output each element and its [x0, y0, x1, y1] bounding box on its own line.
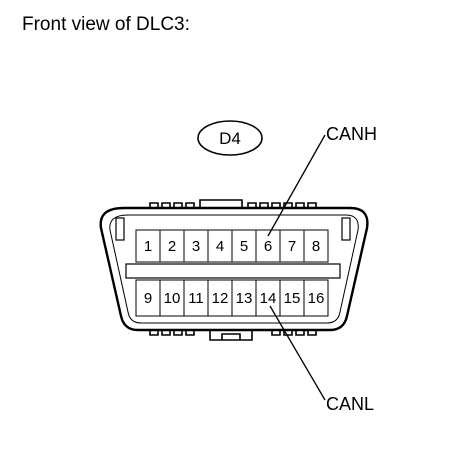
connector-id-badge: D4 [197, 120, 263, 156]
pin-label: 16 [308, 290, 325, 307]
pin-label: 9 [144, 290, 152, 307]
pin-row-top: 1 2 3 4 5 6 7 8 [135, 229, 329, 263]
pin-label: 14 [260, 290, 277, 307]
right-latch-slot [341, 217, 351, 241]
pin-label: 3 [192, 238, 200, 255]
pin-cell-16 [303, 279, 329, 317]
pin-row-bottom: 9 10 11 12 13 14 15 16 [135, 279, 329, 317]
pin-cell-1 [135, 229, 161, 263]
pin-cell-9 [135, 279, 161, 317]
left-latch-slot [115, 217, 125, 241]
pin-cell-13 [231, 279, 257, 317]
pin-label: 8 [312, 238, 320, 255]
canl-label: CANL [326, 394, 374, 414]
pin-label: 6 [264, 238, 272, 255]
bottom-keying-ridges [149, 330, 317, 341]
pin-cell-5 [231, 229, 257, 263]
connector-id-label: D4 [219, 129, 241, 148]
pin-label: 2 [168, 238, 176, 255]
pin-cell-7 [279, 229, 305, 263]
connector-inner-outline [109, 214, 359, 324]
pin-cell-8 [303, 229, 329, 263]
pin-label: 7 [288, 238, 296, 255]
pin-cell-14 [255, 279, 281, 317]
pin-label: 4 [216, 238, 224, 255]
pin-label: 15 [284, 290, 301, 307]
pin-label: 1 [144, 238, 152, 255]
canh-label: CANH [326, 124, 377, 144]
pin-cell-11 [183, 279, 209, 317]
pin-label: 10 [164, 290, 181, 307]
pin-label: 13 [236, 290, 253, 307]
pin-label: 12 [212, 290, 229, 307]
pin-cell-3 [183, 229, 209, 263]
page-title: Front view of DLC3: [22, 14, 190, 35]
pin-label: 5 [240, 238, 248, 255]
canh-leader-line [267, 134, 326, 237]
canl-leader-line [269, 305, 326, 401]
top-keying-ridges [149, 199, 317, 208]
pin-label: 11 [188, 290, 204, 307]
pin-row-divider [125, 263, 341, 279]
